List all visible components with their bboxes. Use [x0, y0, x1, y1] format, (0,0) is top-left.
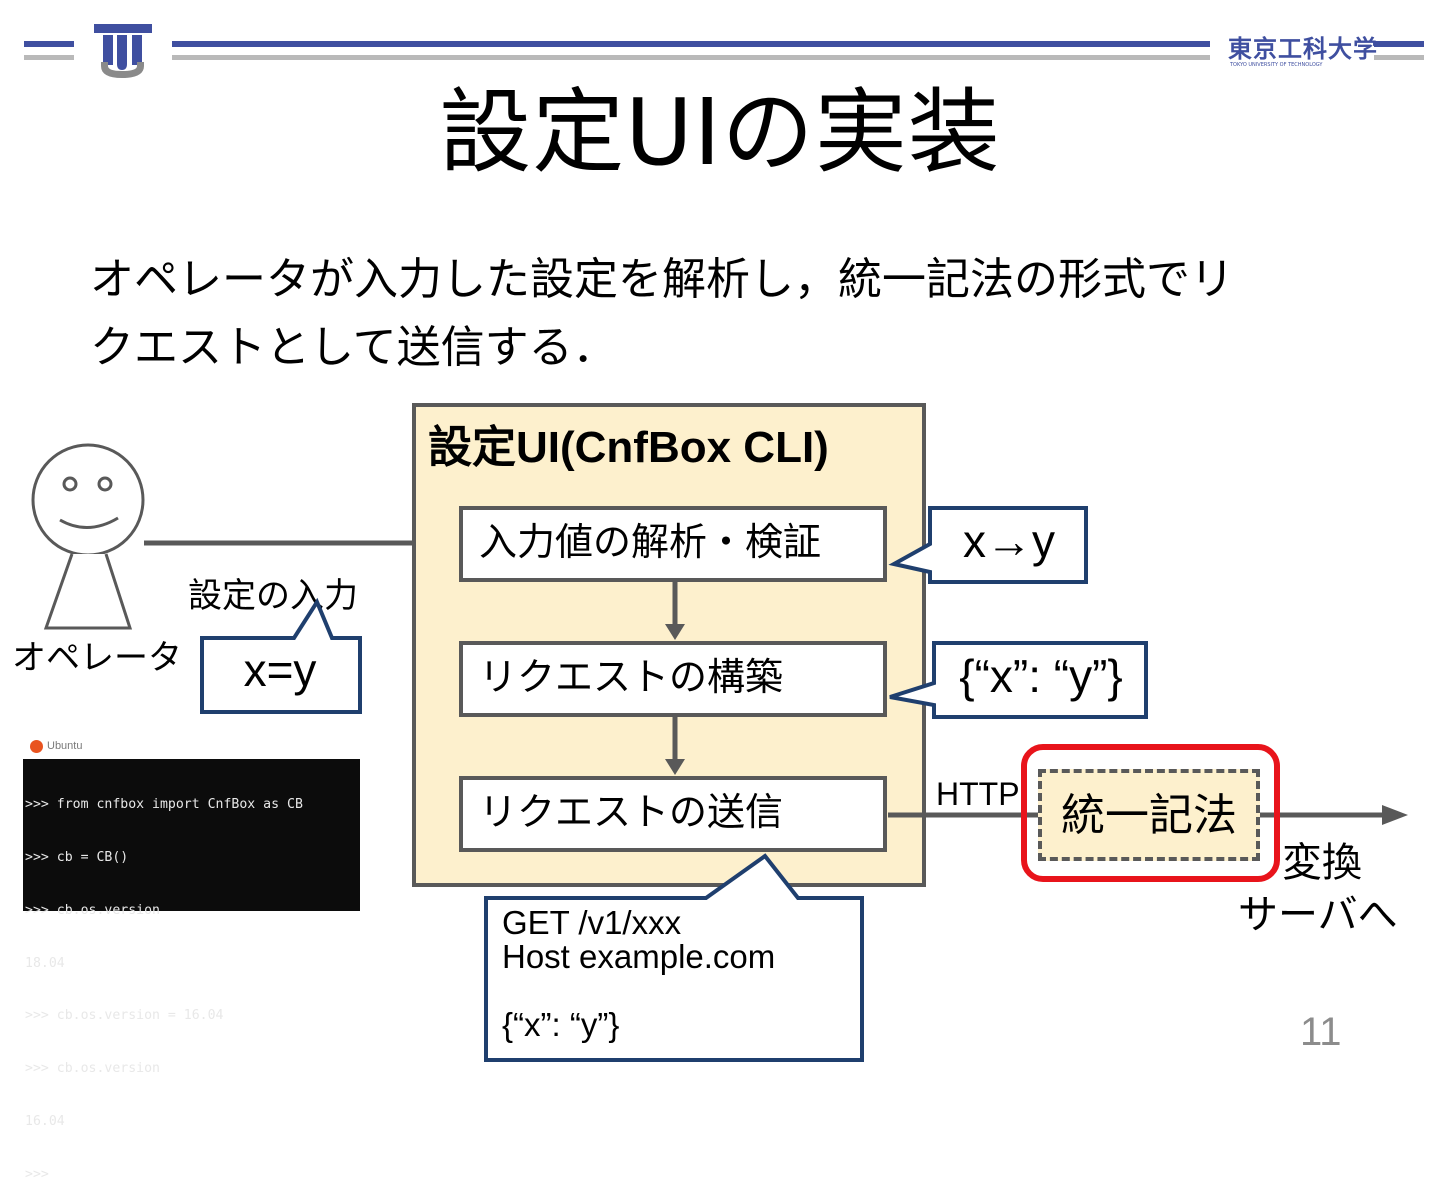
header-bar-center: [172, 41, 1210, 47]
request-callout-shape: [484, 853, 864, 1062]
operator-label: オペレータ: [12, 638, 182, 678]
http-label: HTTP: [936, 776, 1020, 812]
body-text-line1: オペレータが入力した設定を解析し，統一記法の形式でリ: [90, 254, 1234, 305]
build-callout-shape: [889, 641, 1148, 719]
parse-callout-shape: [888, 506, 1088, 584]
settings-ui-title: 設定UI(CnfBox CLI): [428, 423, 829, 472]
terminal-line: >>> cb.os.version = 16.04: [25, 1008, 224, 1024]
request-line-blank: [502, 974, 852, 1008]
header-bar-right-gray: [1374, 55, 1424, 60]
terminal-line: >>> cb.os.version: [25, 1061, 160, 1077]
terminal-window: >>> from cnfbox import CnfBox as CB >>> …: [23, 759, 360, 1182]
ubuntu-icon: [30, 739, 43, 753]
request-line-host: Host example.com: [502, 938, 776, 975]
slide-title: 設定UIの実装: [439, 79, 1001, 186]
terminal-line: 18.04: [25, 955, 65, 971]
input-label: 設定の入力: [188, 576, 358, 616]
terminal-titlebar: Ubuntu: [30, 737, 82, 755]
university-logo: [94, 24, 152, 78]
university-name: 東京工科大学: [1228, 35, 1378, 63]
destination-line1: 変換: [1282, 840, 1362, 886]
input-callout-shape: [200, 597, 362, 714]
terminal-line: >>>: [25, 1166, 49, 1182]
unified-notation-box: [1038, 769, 1260, 861]
terminal-line: 16.04: [25, 1113, 65, 1129]
destination-line2: サーバへ: [1238, 892, 1398, 938]
terminal-window-title: Ubuntu: [47, 740, 83, 752]
body-text-line2: クエストとして送信する．: [90, 322, 617, 373]
university-name-en: TOKYO UNIVERSITY OF TECHNOLOGY: [1230, 62, 1323, 68]
operator-figure-icon: [31, 443, 145, 630]
terminal-line: >>> cb.os.version: [25, 902, 160, 918]
header-bar-center-gray: [172, 55, 1210, 60]
input-callout-text: x=y: [243, 644, 317, 696]
request-callout-text: GET /v1/xxx Host example.com {“x”: “y”}: [502, 906, 852, 1042]
request-line-body: {“x”: “y”}: [502, 1006, 620, 1043]
header-bar-left: [24, 41, 74, 47]
terminal-line: >>> cb = CB(): [25, 849, 129, 865]
step-build-request: リクエストの構築: [459, 641, 887, 717]
step-send-request: リクエストの送信: [459, 776, 887, 852]
terminal-line: >>> from cnfbox import CnfBox as CB: [25, 797, 303, 813]
unified-notation-highlight: [1021, 744, 1280, 882]
step-arrow-1: [665, 582, 685, 640]
header-bar-left-gray: [24, 55, 74, 60]
step-arrow-2: [665, 717, 685, 775]
unified-notation-label: 統一記法: [1061, 790, 1237, 841]
page-number: 11: [1300, 1010, 1342, 1054]
step-parse-validate: 入力値の解析・検証: [459, 506, 887, 582]
parse-callout-text: x→y: [963, 515, 1055, 567]
request-line-method: GET /v1/xxx: [502, 904, 682, 941]
build-callout-text: {“x”: “y”}: [959, 650, 1123, 702]
header-bar-right: [1374, 41, 1424, 47]
